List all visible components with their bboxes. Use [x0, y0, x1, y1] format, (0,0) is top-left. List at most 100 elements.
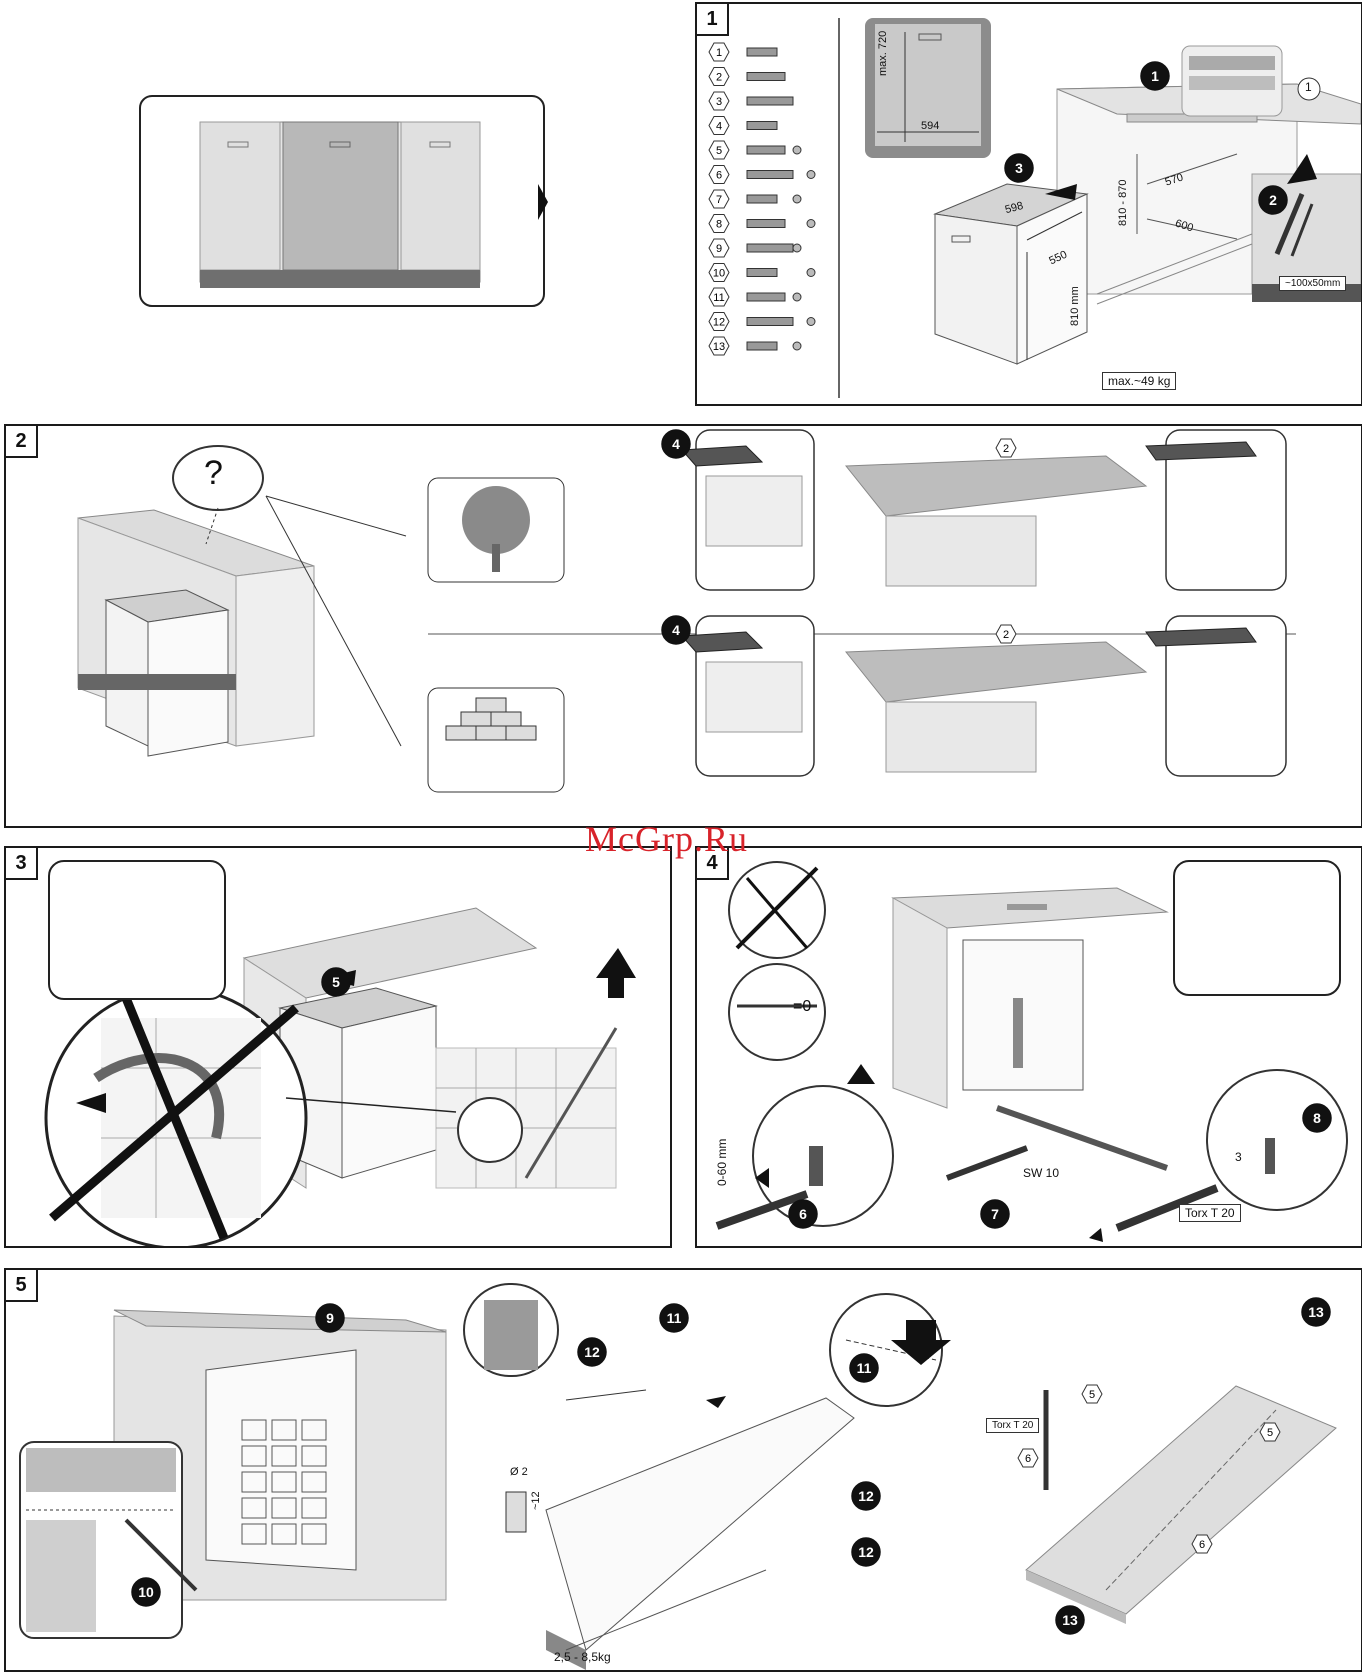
wrench-size-label: SW 10	[1023, 1166, 1059, 1180]
svg-text:9: 9	[326, 1310, 334, 1326]
part-ref-2-1: 2	[996, 439, 1016, 457]
part-ref-3: 3	[1235, 1150, 1242, 1164]
part-7-illustration	[747, 195, 801, 203]
svg-text:4: 4	[672, 622, 680, 638]
part-1-illustration	[747, 48, 777, 56]
svg-text:7: 7	[991, 1206, 999, 1222]
question-mark: ?	[204, 454, 223, 493]
part-12-illustration	[747, 318, 815, 326]
svg-text:6: 6	[1199, 1539, 1205, 1551]
svg-text:1: 1	[716, 47, 722, 59]
part-9-illustration	[747, 244, 801, 252]
panel-5-illustration: 9 10 11 11 12 12 12 13 13 5 5 6 6	[6, 1270, 1361, 1670]
part-2-illustration	[747, 73, 785, 81]
step-12-badge-2: 12	[852, 1482, 880, 1510]
step-6-badge: 6	[789, 1200, 817, 1228]
step-5-badge: 5	[322, 968, 350, 996]
torx-label: Torx T 20	[1179, 1204, 1241, 1222]
niche-width-label: 594	[921, 120, 939, 132]
step-7-badge: 7	[981, 1200, 1009, 1228]
part-12-hex: 12	[709, 313, 729, 331]
svg-text:2: 2	[1003, 629, 1009, 641]
panel-2-number: 2	[6, 426, 38, 458]
part-10-illustration	[747, 269, 815, 277]
panel-3-callout-box	[48, 860, 226, 1000]
svg-text:13: 13	[1308, 1304, 1324, 1320]
step-4-badge-1: 4	[662, 430, 690, 458]
part-6-illustration	[747, 171, 815, 179]
svg-text:10: 10	[138, 1584, 154, 1600]
part-ref-6-2: 6	[1192, 1535, 1212, 1553]
svg-text:10: 10	[713, 268, 725, 280]
watermark: McGrp.Ru	[585, 818, 748, 860]
panel-5-number: 5	[6, 1270, 38, 1302]
height-range-label: 0-60 mm	[715, 1139, 729, 1186]
step-4-badge-2: 4	[662, 616, 690, 644]
svg-text:12: 12	[584, 1344, 600, 1360]
svg-text:4: 4	[672, 436, 680, 452]
svg-text:5: 5	[1089, 1389, 1095, 1401]
part-6-hex: 6	[709, 166, 729, 184]
part-3-illustration	[747, 97, 793, 105]
door-weight-label: 2,5 - 8,5kg	[554, 1650, 611, 1664]
part-13-hex: 13	[709, 337, 729, 355]
svg-text:11: 11	[713, 292, 724, 304]
svg-text:2: 2	[1003, 443, 1009, 455]
step-3-badge: 3	[1005, 154, 1033, 182]
svg-text:4: 4	[716, 121, 722, 133]
svg-text:2: 2	[1269, 192, 1277, 208]
svg-text:2: 2	[716, 72, 722, 84]
panel-3-number: 3	[6, 848, 38, 880]
part-ref-6-1: 6	[1018, 1449, 1038, 1467]
svg-text:3: 3	[1015, 160, 1023, 176]
part-8-hex: 8	[709, 215, 729, 233]
part-13-illustration	[747, 342, 801, 350]
part-ref-5-2: 5	[1260, 1423, 1280, 1441]
step-12-badge-1: 12	[578, 1338, 606, 1366]
niche-height-label: max. 720	[877, 31, 889, 76]
step-10-badge: 10	[132, 1578, 160, 1606]
part-11-hex: 11	[709, 288, 729, 306]
svg-text:11: 11	[857, 1360, 872, 1376]
panel-1-number: 1	[697, 4, 729, 36]
svg-text:9: 9	[716, 243, 722, 255]
drill-diameter-label: Ø 2	[510, 1466, 528, 1478]
step-12-badge-3: 12	[852, 1538, 880, 1566]
svg-text:5: 5	[1267, 1427, 1273, 1439]
torx-label-2: Torx T 20	[986, 1418, 1039, 1433]
part-2-hex: 2	[709, 68, 729, 86]
svg-text:13: 13	[1062, 1612, 1078, 1628]
svg-text:8: 8	[716, 219, 722, 231]
svg-text:8: 8	[1313, 1110, 1321, 1126]
step-13-badge-1: 13	[1302, 1298, 1330, 1326]
svg-text:3: 3	[716, 96, 722, 108]
hole-size-label: ~100x50mm	[1279, 276, 1346, 291]
panel-4-callout-box	[1173, 860, 1341, 996]
svg-text:6: 6	[799, 1206, 807, 1222]
part-5-hex: 5	[709, 141, 729, 159]
svg-text:12: 12	[858, 1488, 874, 1504]
step-11-badge-1: 11	[660, 1304, 688, 1332]
svg-text:6: 6	[1025, 1453, 1031, 1465]
level-zero-label: =0	[793, 998, 811, 1016]
svg-text:1: 1	[1151, 68, 1159, 84]
svg-text:5: 5	[332, 974, 340, 990]
step-13-badge-2: 13	[1056, 1606, 1084, 1634]
weight-label: max.~49 kg	[1102, 372, 1176, 390]
svg-text:5: 5	[716, 145, 722, 157]
part-ref-2-2: 2	[996, 625, 1016, 643]
svg-text:12: 12	[713, 317, 725, 329]
step-2-badge: 2	[1259, 186, 1287, 214]
svg-text:6: 6	[716, 170, 722, 182]
cabinet-intro-illustration	[138, 94, 548, 310]
part-10-hex: 10	[709, 264, 729, 282]
part-7-hex: 7	[709, 190, 729, 208]
svg-text:12: 12	[858, 1544, 874, 1560]
part-8-illustration	[747, 220, 815, 228]
step-9-badge: 9	[316, 1304, 344, 1332]
dim-810-870: 810 - 870	[1117, 180, 1129, 226]
